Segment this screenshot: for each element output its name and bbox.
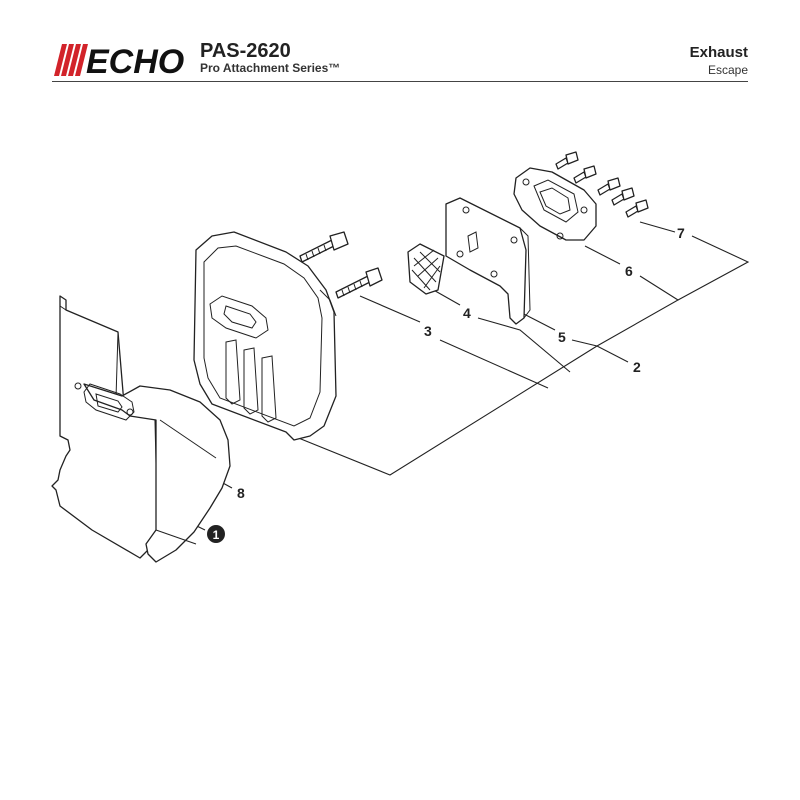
bolt-upper bbox=[299, 231, 349, 263]
section-title-translation: Escape bbox=[707, 63, 748, 77]
leader-2-main bbox=[295, 345, 598, 476]
leader-5-b bbox=[571, 339, 629, 363]
screw-e bbox=[625, 199, 649, 218]
callout-6: 6 bbox=[625, 263, 633, 279]
leader-3 bbox=[359, 295, 421, 323]
heat-shield-plate bbox=[51, 295, 159, 559]
model-number: PAS-2620 bbox=[200, 40, 291, 62]
spark-arrestor-screen bbox=[407, 243, 445, 295]
svg-text:ECHO: ECHO bbox=[86, 43, 184, 78]
leader-5 bbox=[519, 311, 556, 331]
screw-d bbox=[611, 187, 635, 206]
callout-1-badge: 1 bbox=[207, 525, 225, 543]
exhaust-guard-cover bbox=[74, 382, 231, 563]
callout-2: 2 bbox=[633, 359, 641, 375]
callout-8: 8 bbox=[237, 485, 245, 501]
series-name: Pro Attachment Series™ bbox=[200, 61, 341, 75]
screw-b bbox=[573, 165, 597, 184]
bolt-lower bbox=[335, 267, 383, 299]
leader-6 bbox=[584, 245, 621, 265]
leader-7 bbox=[639, 221, 676, 233]
exhaust-gasket-plate bbox=[445, 197, 531, 325]
section-title: Exhaust bbox=[689, 44, 748, 61]
callout-7: 7 bbox=[677, 225, 685, 241]
leader-6-b bbox=[596, 275, 680, 347]
muffler-body bbox=[193, 231, 337, 441]
page-header: ECHO PAS-2620 Pro Attachment Series™ Exh… bbox=[0, 0, 800, 84]
screw-a bbox=[555, 151, 579, 170]
header-divider bbox=[52, 81, 748, 82]
callout-labels: 7 6 5 4 3 2 8 1 bbox=[207, 225, 685, 543]
muffler-bolts bbox=[299, 231, 383, 299]
leader-3-b bbox=[439, 339, 549, 389]
small-screws bbox=[555, 151, 649, 218]
leader-7-b bbox=[677, 235, 750, 301]
callout-4: 4 bbox=[463, 305, 471, 321]
callout-5: 5 bbox=[558, 329, 566, 345]
callout-3: 3 bbox=[424, 323, 432, 339]
echo-logo: ECHO bbox=[54, 43, 184, 78]
exhaust-port-gasket bbox=[513, 167, 597, 241]
screw-c bbox=[597, 177, 621, 196]
callout-1: 1 bbox=[213, 528, 220, 542]
leader-4-b bbox=[477, 317, 571, 373]
